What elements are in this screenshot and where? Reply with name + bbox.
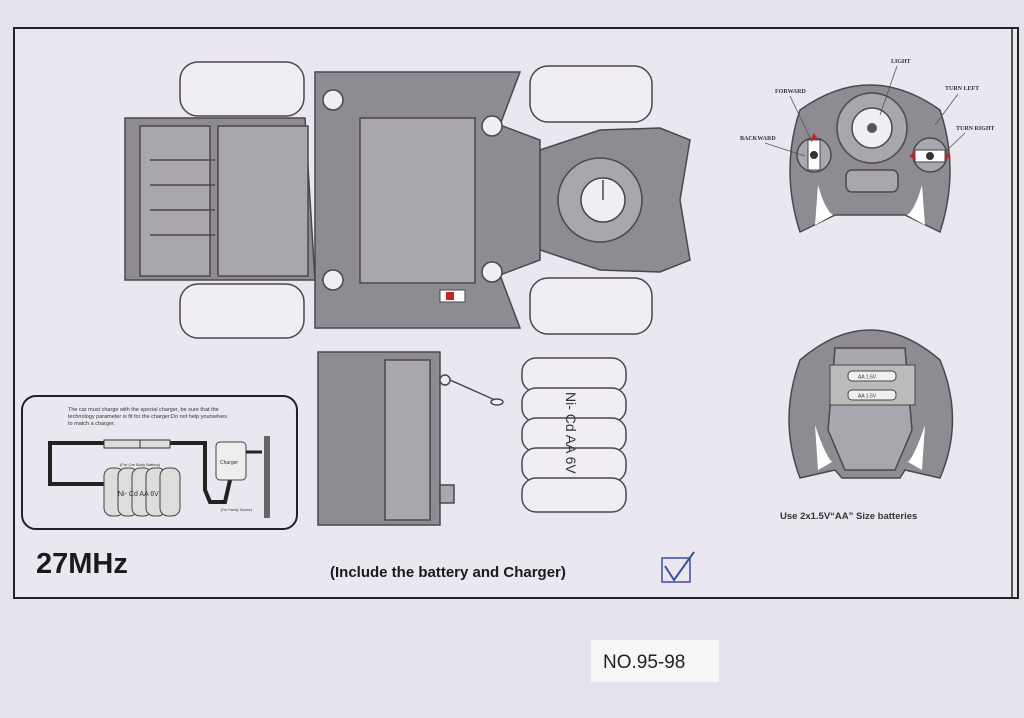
remote-control-back: AA 1.5V AA 1.5V (788, 329, 954, 479)
light-label: LIGHT (891, 59, 911, 65)
car-body-underside-illustration (317, 351, 504, 526)
forward-label: FORWARD (775, 89, 806, 95)
battery-pack-illustration: Ni- Cd AA 6V (521, 357, 627, 513)
remote-control-front (789, 84, 951, 234)
turn-right-label: TURN RIGHT (956, 126, 995, 132)
frequency-label: 27MHz (36, 548, 128, 580)
battery-label: Ni- Cd AA 6V (118, 491, 159, 498)
battery-pack-label: Ni- Cd AA 6V (563, 392, 579, 474)
wheel-rear-left (529, 65, 653, 123)
charger-label: Charger (220, 460, 238, 466)
battery-slot-2-label: AA 1.5V (858, 394, 877, 400)
car-chassis-illustration (124, 61, 691, 339)
model-number-sticker (591, 640, 719, 682)
wheel-rear-right (529, 277, 653, 335)
charger-illustration (215, 441, 247, 481)
charging-instructions-panel: The car must charge with the special cha… (21, 395, 298, 530)
car-battery-pack-small (103, 467, 181, 517)
include-note: (Include the battery and Charger) (330, 564, 566, 581)
charge-note-line-2: technology parameter is fit for the char… (68, 414, 227, 420)
wheel-front-right (179, 283, 305, 339)
model-number: NO.95-98 (603, 652, 685, 673)
charge-note-line-1: The car must charge with the special cha… (68, 407, 219, 413)
check-mark-icon (664, 551, 695, 582)
remote-battery-caption: Use 2x1.5V“AA” Size batteries (780, 511, 917, 522)
backward-label: BACKWARD (740, 136, 776, 142)
wall-socket (264, 436, 270, 518)
battery-caption: (For Car Body Battery) (120, 462, 161, 467)
include-checkbox (661, 557, 691, 583)
battery-slot-1-label: AA 1.5V (858, 375, 877, 381)
turn-left-label: TURN LEFT (945, 86, 979, 92)
source-caption: (For Family Source) (221, 508, 252, 512)
charge-note-line-3: to match a charger. (68, 421, 116, 427)
wheel-front-left (179, 61, 305, 117)
